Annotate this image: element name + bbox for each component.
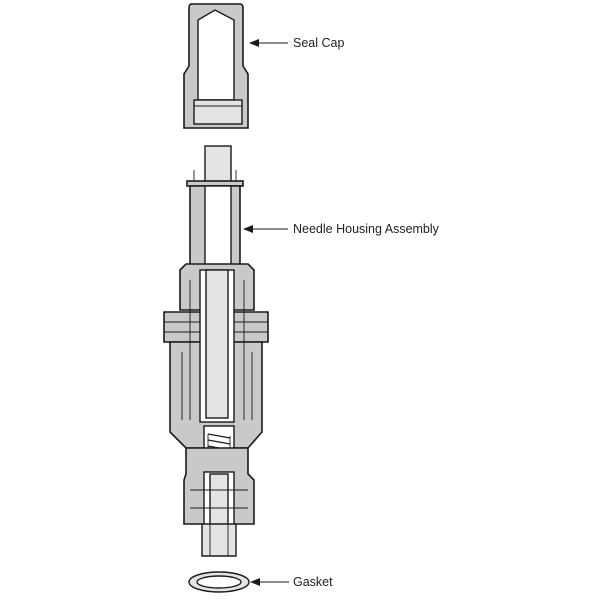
callout-seal-cap: Seal Cap	[249, 36, 344, 50]
arrowhead-icon	[249, 39, 259, 47]
callout-gasket: Gasket	[250, 575, 333, 589]
label-gasket: Gasket	[293, 575, 333, 589]
seal-cap	[183, 3, 249, 129]
label-needle-housing-assembly: Needle Housing Assembly	[293, 222, 440, 236]
arrowhead-icon	[250, 578, 260, 586]
arrowhead-icon	[243, 225, 253, 233]
label-seal-cap: Seal Cap	[293, 36, 344, 50]
callout-needle-housing: Needle Housing Assembly	[243, 222, 440, 236]
needle-housing-assembly	[163, 145, 269, 557]
gasket	[188, 571, 250, 593]
